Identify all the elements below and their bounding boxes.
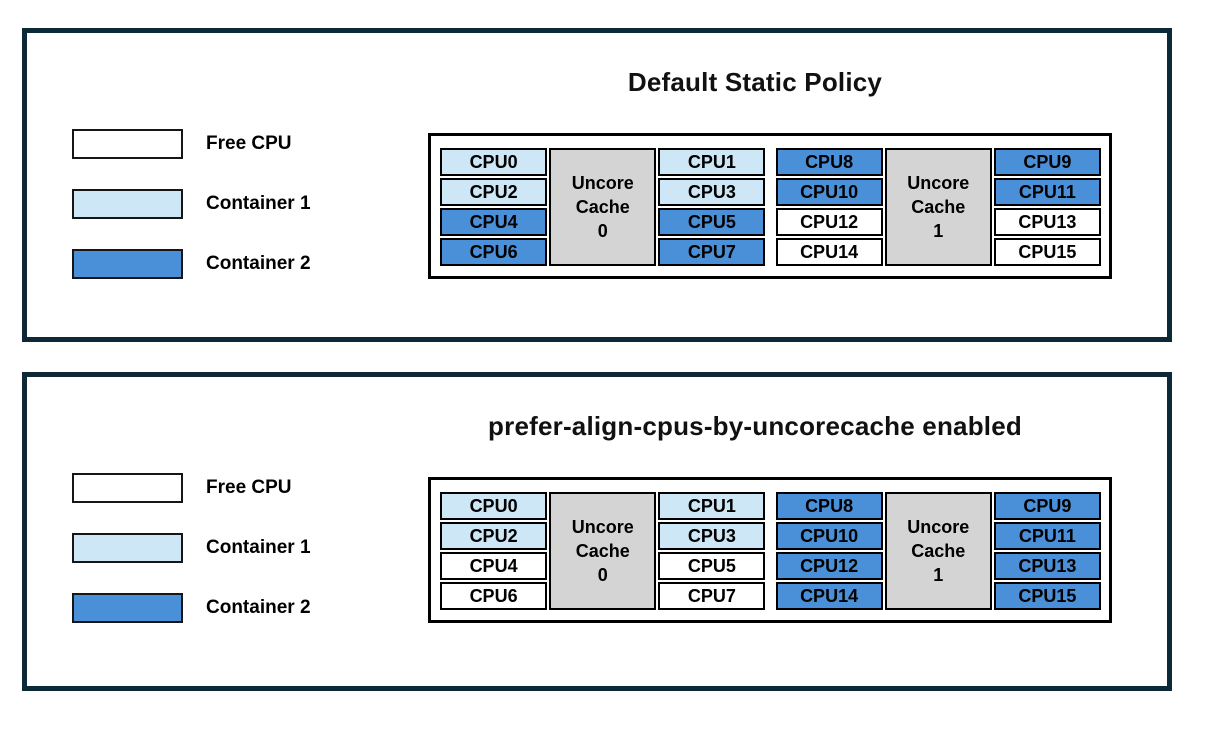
uncore-cache-label-line: Uncore [571,517,634,537]
uncore-cache-label-line: Uncore [571,173,634,193]
uncore-cache-label-line: Uncore [907,517,970,537]
legend: Free CPU Container 1 Container 2 [72,473,311,623]
cpu-cell-cpu5: CPU5 [658,208,766,236]
cpu-cell-cpu15: CPU15 [993,582,1101,610]
cpu-cell-cpu11: CPU11 [993,178,1101,206]
uncore-cache-label-line: 0 [597,565,608,585]
legend-label: Free CPU [206,133,292,154]
panel-title: Default Static Policy [627,67,883,97]
legend-item-container-1: Container 1 [72,189,311,219]
cpu-cell-cpu12: CPU12 [775,552,883,580]
cpu-cell-cpu8: CPU8 [775,492,883,520]
cpu-cell-cpu5: CPU5 [658,552,766,580]
cpu-cell-cpu1: CPU1 [658,492,766,520]
cpu-cell-cpu13: CPU13 [993,552,1101,580]
cpu-cell-cpu10: CPU10 [775,522,883,550]
legend-label: Container 2 [206,253,311,274]
uncore-cache-label-line: Cache [575,541,630,561]
policy-panel-2: prefer-align-cpus-by-uncorecache enabled… [22,372,1172,691]
legend-item-container-1: Container 1 [72,533,311,563]
cpu-cell-cpu4: CPU4 [440,208,548,236]
legend-item-container-2: Container 2 [72,249,311,279]
legend-item-free-cpu: Free CPU [72,129,311,159]
cpu-cell-cpu9: CPU9 [993,492,1101,520]
uncore-cache-label-line: Uncore [907,173,970,193]
cpu-cell-cpu3: CPU3 [658,178,766,206]
cpu-cell-cpu8: CPU8 [775,148,883,176]
uncore-cache-label-line: 1 [933,221,944,241]
cpu-cell-cpu2: CPU2 [440,178,548,206]
cpu-cell-cpu1: CPU1 [658,148,766,176]
cpu-cell-cpu7: CPU7 [658,582,766,610]
legend-label: Container 1 [206,193,311,214]
legend-item-free-cpu: Free CPU [72,473,311,503]
legend-color-swatch [72,249,183,279]
cpu-cell-cpu6: CPU6 [440,582,548,610]
cpu-cell-cpu2: CPU2 [440,522,548,550]
cpu-cell-cpu15: CPU15 [993,238,1101,266]
panel-title: prefer-align-cpus-by-uncorecache enabled [488,411,1022,441]
cpu-cell-cpu12: CPU12 [775,208,883,236]
legend-label: Container 1 [206,537,311,558]
cpu-cell-cpu4: CPU4 [440,552,548,580]
uncore-cache-label-line: Cache [911,541,966,561]
legend-label: Container 2 [206,597,311,618]
legend-color-swatch [72,593,183,623]
cpu-cell-cpu11: CPU11 [993,522,1101,550]
cpu-cell-cpu7: CPU7 [658,238,766,266]
uncore-cache-label-line: 0 [597,221,608,241]
legend-color-swatch [72,129,183,159]
uncore-cache-label-line: Cache [911,197,966,217]
legend: Free CPU Container 1 Container 2 [72,129,311,279]
legend-color-swatch [72,533,183,563]
cpu-cell-cpu0: CPU0 [440,148,548,176]
legend-color-swatch [72,189,183,219]
legend-color-swatch [72,473,183,503]
legend-item-container-2: Container 2 [72,593,311,623]
cpu-cell-cpu10: CPU10 [775,178,883,206]
cpu-cell-cpu9: CPU9 [993,148,1101,176]
cpu-cell-cpu0: CPU0 [440,492,548,520]
cpu-cell-cpu13: CPU13 [993,208,1101,236]
cpu-cell-cpu6: CPU6 [440,238,548,266]
cpu-cell-cpu3: CPU3 [658,522,766,550]
legend-label: Free CPU [206,477,292,498]
uncore-cache-label-line: 1 [933,565,944,585]
uncore-cache-label-line: Cache [575,197,630,217]
cpu-cell-cpu14: CPU14 [775,238,883,266]
cpu-cell-cpu14: CPU14 [775,582,883,610]
